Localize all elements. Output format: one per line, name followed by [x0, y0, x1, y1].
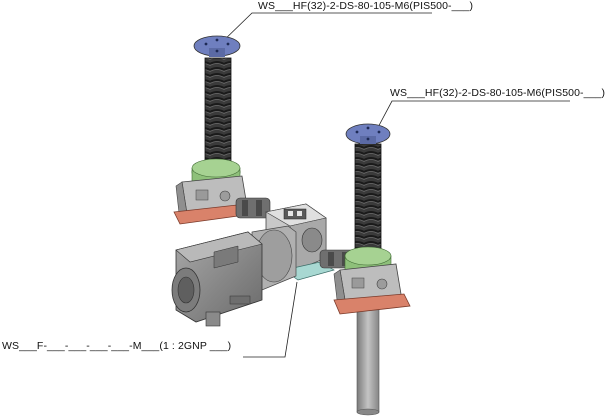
- right-jack-screw: [354, 143, 382, 253]
- right-jack-mount-plate: [333, 293, 411, 315]
- callout-label-gearbox-motor: WS___F-___-___-___-___-M___(1 : 2GNP ___…: [2, 340, 232, 352]
- callout-label-right-jack: WS___HF(32)-2-DS-80-105-M6(PIS500-___): [390, 87, 605, 99]
- callout-label-left-jack: WS___HF(32)-2-DS-80-105-M6(PIS500-___): [258, 0, 474, 12]
- left-jack-screw: [204, 57, 232, 164]
- right-screw-jack: [333, 123, 411, 315]
- leader-line-jack-left: [217, 12, 432, 47]
- right-protective-tube: [356, 305, 380, 416]
- left-screw-jack: [173, 35, 253, 225]
- leader-line-jack-right: [374, 100, 570, 134]
- leader-lines: [217, 12, 570, 358]
- gear-motor: [171, 225, 297, 327]
- leader-line-gearbox: [243, 281, 298, 358]
- right-jack-gear-ring: [344, 246, 392, 266]
- left-coupling-shaft: [235, 197, 271, 219]
